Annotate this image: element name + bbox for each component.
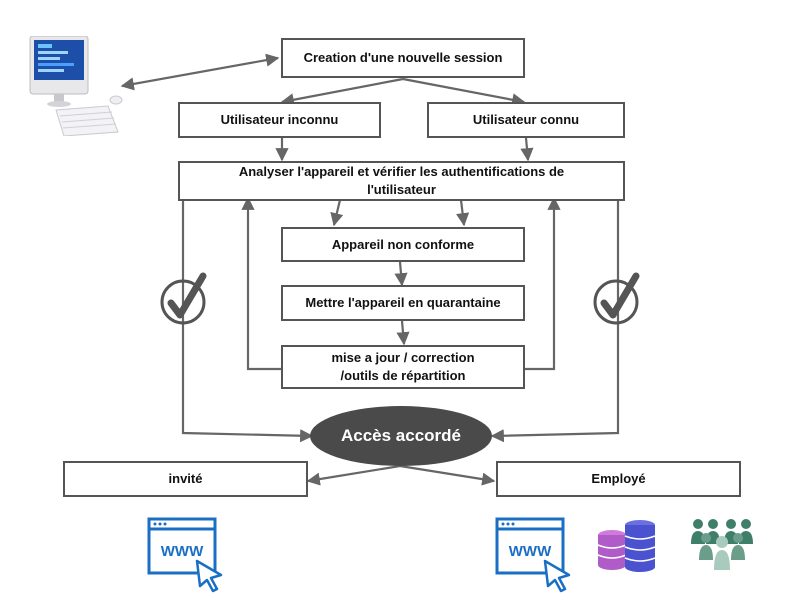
non-compliant-label: Appareil non conforme <box>331 236 475 252</box>
update-box: mise a jour / correction /outils de répa… <box>281 345 525 389</box>
arrow-left-access <box>181 200 314 443</box>
arrow-analyze-noncompliant-right <box>456 199 470 227</box>
employee-box: Employé <box>496 461 741 497</box>
arrow-noncompliant-quarantine <box>394 261 408 287</box>
quarantine-box: Mettre l'appareil en quarantaine <box>281 285 525 321</box>
www-browser-icon: WWW <box>495 517 571 593</box>
known-user-label: Utilisateur connu <box>472 112 580 127</box>
non-compliant-box: Appareil non conforme <box>281 227 525 262</box>
quarantine-label: Mettre l'appareil en quarantaine <box>305 295 501 310</box>
arrow-quarantine-update <box>396 320 410 346</box>
arrow-access-guest <box>306 464 401 486</box>
access-ellipse: Accès accordé <box>310 406 492 466</box>
analyze-label: Analyser l'appareil et vérifier les auth… <box>238 164 565 197</box>
checkmark-icon <box>160 272 207 325</box>
arrow-access-employee <box>399 464 496 486</box>
unknown-user-box: Utilisateur inconnu <box>178 102 381 138</box>
employee-label: Employé <box>591 471 646 486</box>
database-icon <box>597 520 656 572</box>
update-label: mise a jour / correction /outils de répa… <box>331 350 475 383</box>
arrow-computer-session <box>120 53 280 91</box>
desktop-computer-icon <box>29 36 123 136</box>
www-browser-icon: WWW <box>147 517 223 593</box>
arrow-known-analyze <box>520 137 534 162</box>
checkmark-icon <box>593 272 640 325</box>
people-group-icon <box>691 519 753 570</box>
known-user-box: Utilisateur connu <box>427 102 625 138</box>
guest-box: invité <box>63 461 308 497</box>
access-label: Accès accordé <box>340 426 462 445</box>
unknown-user-label: Utilisateur inconnu <box>220 112 339 127</box>
guest-label: invité <box>168 471 203 486</box>
arrow-session-unknown <box>280 77 404 107</box>
arrow-update-loop-left <box>241 196 281 371</box>
svg-text:WWW: WWW <box>161 543 204 560</box>
session-label: Creation d'une nouvelle session <box>303 50 503 65</box>
arrow-session-known <box>402 77 526 107</box>
analyze-box: Analyser l'appareil et vérifier les auth… <box>178 161 625 201</box>
arrow-update-loop-right <box>525 196 561 371</box>
arrow-analyze-noncompliant-left <box>330 199 344 227</box>
svg-text:WWW: WWW <box>509 543 552 560</box>
session-box: Creation d'une nouvelle session <box>281 38 525 78</box>
arrow-right-access <box>490 200 620 443</box>
